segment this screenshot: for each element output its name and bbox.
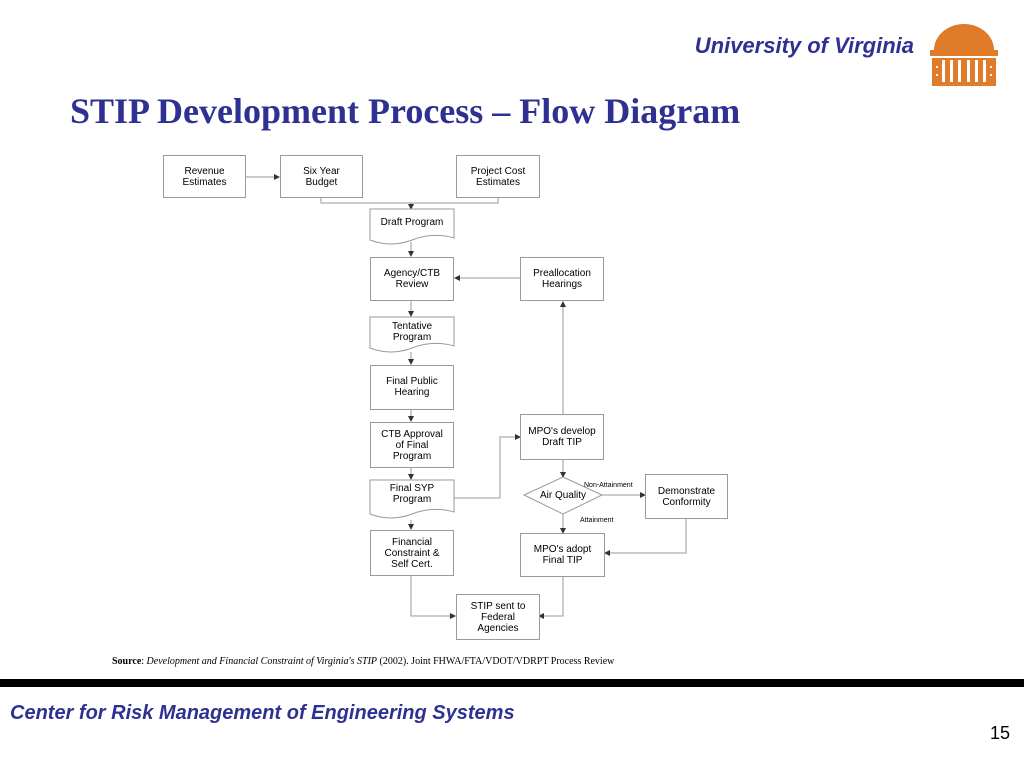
attainment-label: Attainment xyxy=(580,517,614,524)
source-citation: Source: Development and Financial Constr… xyxy=(112,656,614,667)
financial-constraint-box: Financial Constraint & Self Cert. xyxy=(370,530,454,576)
demonstrate-conformity-label: Demonstrate Conformity xyxy=(657,486,716,508)
draft-program-shape xyxy=(369,208,455,245)
page-number: 15 xyxy=(989,723,1010,743)
ctb-approval-box: CTB Approval of Final Program xyxy=(370,422,454,468)
agency-ctb-review-box: Agency/CTB Review xyxy=(370,257,454,301)
final-syp-label: Final SYP Program xyxy=(389,483,435,505)
source-label: Source xyxy=(112,656,142,667)
six-year-budget-label: Six Year Budget xyxy=(303,166,340,188)
revenue-estimates-box: Revenue Estimates xyxy=(163,155,246,198)
mpo-develop-box: MPO's develop Draft TIP xyxy=(520,414,604,460)
financial-constraint-label: Financial Constraint & Self Cert. xyxy=(384,537,440,570)
tentative-program-shape xyxy=(369,316,455,353)
slide-title: STIP Development Process – Flow Diagram xyxy=(70,91,741,131)
non-attainment-label: Non-Attainment xyxy=(584,482,633,489)
final-public-hearing-label: Final Public Hearing xyxy=(386,376,438,398)
rotunda-logo-icon xyxy=(930,24,998,86)
source-rest: (2002). Joint FHWA/FTA/VDOT/VDRPT Proces… xyxy=(377,656,615,667)
tentative-program-label: Tentative Program xyxy=(391,321,433,343)
final-syp-shape xyxy=(369,479,455,519)
draft-program-node: Draft Program xyxy=(370,209,454,239)
demonstrate-conformity-box: Demonstrate Conformity xyxy=(645,474,728,519)
revenue-estimates-label: Revenue Estimates xyxy=(182,166,227,188)
preallocation-hearings-box: Preallocation Hearings xyxy=(520,257,604,301)
ctb-approval-label: CTB Approval of Final Program xyxy=(381,429,443,462)
stip-sent-label: STIP sent to Federal Agencies xyxy=(470,601,526,634)
tentative-program-node: Tentative Program xyxy=(370,317,454,349)
project-cost-box: Project Cost Estimates xyxy=(456,155,540,198)
stip-sent-box: STIP sent to Federal Agencies xyxy=(456,594,540,640)
mpo-adopt-box: MPO's adopt Final TIP xyxy=(520,533,605,577)
project-cost-label: Project Cost Estimates xyxy=(470,166,526,188)
source-colon: : xyxy=(141,656,147,667)
final-public-hearing-box: Final Public Hearing xyxy=(370,365,454,410)
six-year-budget-box: Six Year Budget xyxy=(280,155,363,198)
agency-ctb-review-label: Agency/CTB Review xyxy=(383,268,441,290)
preallocation-hearings-label: Preallocation Hearings xyxy=(533,268,591,290)
mpo-adopt-label: MPO's adopt Final TIP xyxy=(533,544,592,566)
source-work: Development and Financial Constraint of … xyxy=(146,656,378,667)
mpo-develop-label: MPO's develop Draft TIP xyxy=(528,426,596,448)
draft-program-label: Draft Program xyxy=(380,217,444,228)
air-quality-label: Air Quality xyxy=(539,490,587,501)
footer-divider xyxy=(0,679,1024,687)
air-quality-diamond xyxy=(522,476,604,515)
final-syp-node: Final SYP Program xyxy=(370,480,454,512)
university-name: University of Virginia xyxy=(694,33,914,58)
footer-center-name: Center for Risk Management of Engineerin… xyxy=(10,702,515,724)
